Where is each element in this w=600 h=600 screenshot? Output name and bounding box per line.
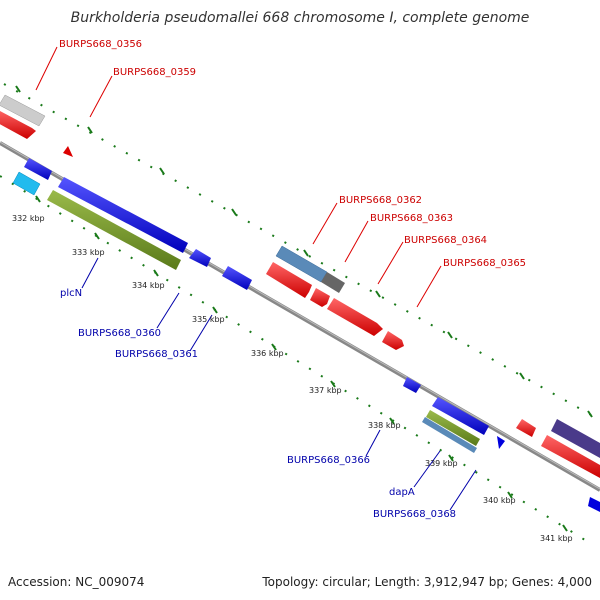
gene-bar-0363[interactable] [321,272,345,293]
scale-label-334: 334 kbp [132,281,165,290]
gene-label-0364[interactable]: BURPS668_0364 [404,235,487,246]
inner-major-ticks [35,195,568,532]
gene-small-red-arrow[interactable] [63,146,73,157]
gene-label-0356[interactable]: BURPS668_0356 [59,39,142,50]
scale-label-341: 341 kbp [540,534,573,543]
gene-label-0365[interactable]: BURPS668_0365 [443,258,526,269]
gene-bar-0364-red1[interactable] [266,262,312,298]
gene-long-red-bar[interactable] [541,435,600,478]
scale-label-338: 338 kbp [368,421,401,430]
gene-small-blue-3[interactable] [403,377,421,393]
gene-label-plcN[interactable]: plcN [60,288,82,299]
upper-callouts [35,46,442,308]
gene-cyan-bar[interactable] [12,171,41,196]
gene-label-0359[interactable]: BURPS668_0359 [113,67,196,78]
gene-purple-bar[interactable] [551,419,600,458]
gene-bar-0364-red2[interactable] [310,288,330,307]
gene-small-red-1[interactable] [382,331,404,350]
inner-tick-track [0,175,586,541]
gene-bar-0366[interactable] [432,397,489,435]
scale-label-336: 336 kbp [251,349,284,358]
gene-label-dapA[interactable]: dapA [389,487,415,498]
gene-label-0366[interactable]: BURPS668_0366 [287,455,370,466]
outer-major-ticks [15,85,593,418]
accession-text: Accession: NC_009074 [8,575,145,589]
gene-bar-0356[interactable] [0,94,46,127]
gene-bar-0368[interactable] [422,417,477,453]
gene-label-0363[interactable]: BURPS668_0363 [370,213,453,224]
gene-bar-0365[interactable] [327,298,383,336]
gene-bar-0360-green[interactable] [47,190,181,270]
scale-label-335: 335 kbp [192,315,225,324]
map-title: Burkholderia pseudomallei 668 chromosome… [70,10,530,26]
forward-features [0,94,600,478]
genome-summary-text: Topology: circular; Length: 3,912,947 bp… [262,575,592,589]
scale-label-333: 333 kbp [72,248,105,257]
gene-small-blue-5[interactable] [588,497,600,512]
reverse-features [12,158,600,512]
gene-label-0361[interactable]: BURPS668_0361 [115,349,198,360]
gene-bar-dapA[interactable] [426,410,480,446]
scale-label-339: 339 kbp [425,459,458,468]
gene-small-blue-2[interactable] [189,249,211,267]
scale-label-337: 337 kbp [309,386,342,395]
gene-bar-0361[interactable] [222,266,252,290]
gene-small-red-2[interactable] [516,419,536,437]
gene-label-0360[interactable]: BURPS668_0360 [78,328,161,339]
gene-bar-plcN[interactable] [58,177,188,253]
gene-label-0362[interactable]: BURPS668_0362 [339,195,422,206]
scale-label-340: 340 kbp [483,496,516,505]
gene-small-blue-1[interactable] [24,158,52,180]
gene-small-blue-4[interactable] [497,436,505,449]
gene-label-0368[interactable]: BURPS668_0368 [373,509,456,520]
gene-bar-0359-red[interactable] [0,110,36,139]
scale-label-332: 332 kbp [12,214,45,223]
lower-callouts [81,257,477,511]
